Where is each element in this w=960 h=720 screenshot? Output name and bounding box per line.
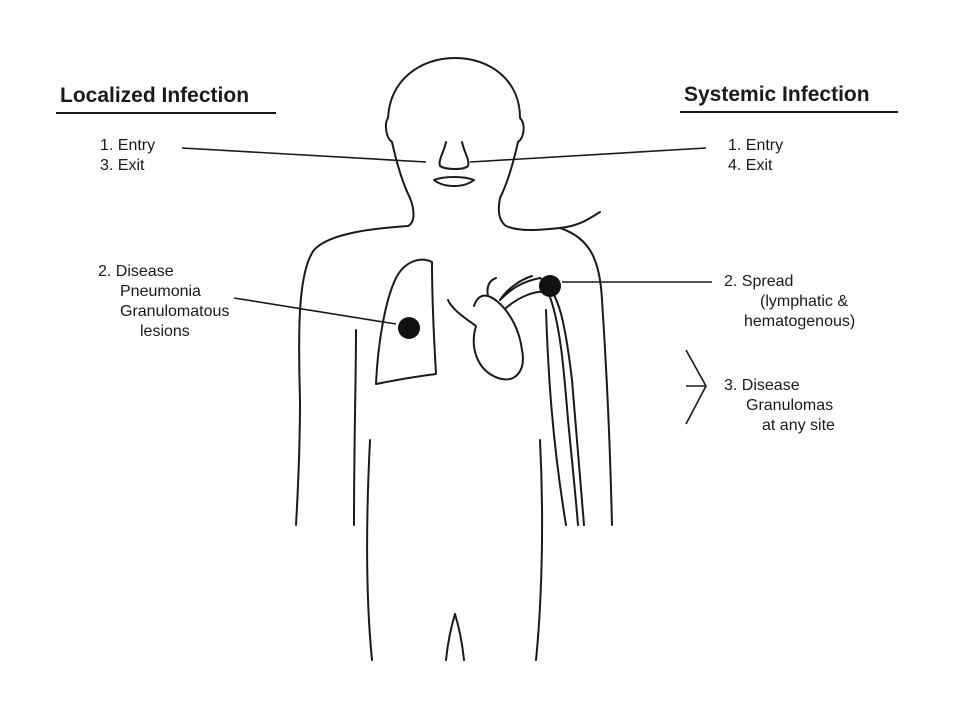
- localized-entry-exit: 1. Entry 3. Exit: [100, 136, 155, 176]
- systemic-heading: Systemic Infection: [684, 83, 870, 106]
- body-outline: [295, 197, 613, 661]
- vessel-outline: [499, 277, 585, 526]
- leader-localized-entry: [181, 147, 427, 163]
- systemic-heading-rule: [680, 111, 898, 113]
- systemic-entry-label: 1. Entry: [728, 137, 784, 154]
- systemic-spread-line3: hematogenous): [744, 313, 856, 330]
- localized-disease-line2: Pneumonia: [120, 283, 201, 300]
- localized-exit-label: 3. Exit: [100, 157, 145, 174]
- leader-systemic-entry: [469, 147, 707, 163]
- localized-disease-line1: 2. Disease: [98, 263, 174, 280]
- systemic-disease-line3: at any site: [762, 417, 835, 434]
- systemic-entry-exit: 1. Entry 4. Exit: [728, 136, 783, 176]
- systemic-disease-line2: Granulomas: [746, 397, 834, 414]
- localized-entry-label: 1. Entry: [100, 137, 156, 154]
- systemic-spread-line1: 2. Spread: [724, 273, 794, 290]
- leader-localized-disease: [233, 297, 397, 325]
- mouth-outline: [433, 176, 475, 187]
- systemic-spread-label: 2. Spread (lymphatic & hematogenous): [724, 272, 855, 332]
- systemic-exit-label: 4. Exit: [728, 157, 773, 174]
- localized-disease-line4: lesions: [140, 323, 190, 340]
- systemic-disease-line1: 3. Disease: [724, 377, 800, 394]
- localized-heading: Localized Infection: [60, 84, 250, 107]
- localized-disease-label: 2. Disease Pneumonia Granulomatous lesio…: [98, 262, 229, 342]
- arrow-chevrons-disease: [685, 349, 707, 425]
- localized-heading-rule: [56, 112, 276, 114]
- lung-outline: [375, 258, 437, 385]
- heart-outline: [447, 275, 533, 381]
- nose-outline: [438, 141, 470, 170]
- systemic-disease-label: 3. Disease Granulomas at any site: [724, 376, 835, 436]
- lung-lesion-marker: [398, 317, 420, 339]
- localized-disease-line3: Granulomatous: [120, 303, 230, 320]
- spread-site-marker: [539, 275, 561, 297]
- systemic-spread-line2: (lymphatic &: [760, 293, 849, 310]
- groin-outline: [445, 613, 465, 661]
- head-outline: [384, 57, 525, 199]
